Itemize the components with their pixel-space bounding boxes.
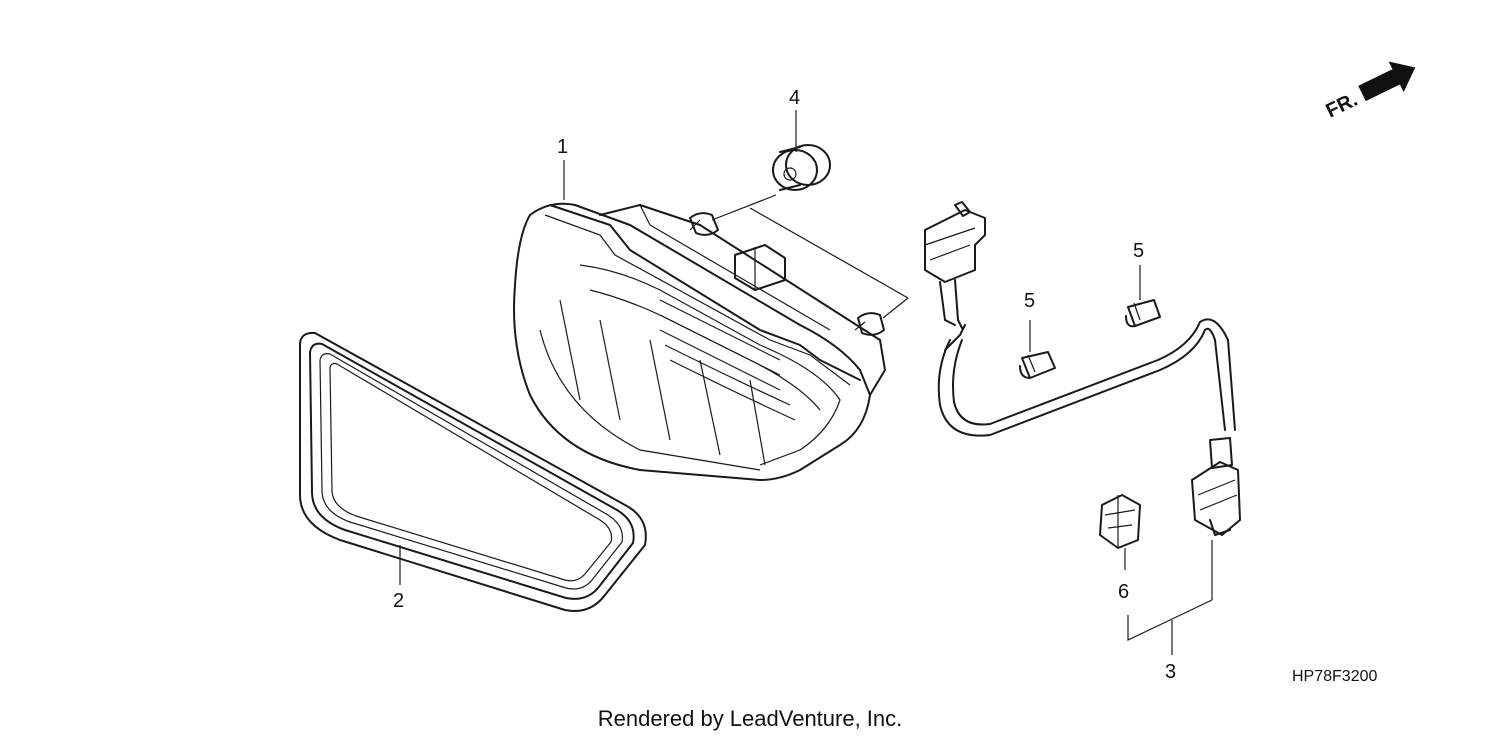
front-direction-arrow-icon <box>1358 61 1416 102</box>
part-2-lens-frame <box>299 331 647 612</box>
callout-part-5-right: 5 <box>1133 240 1144 262</box>
front-direction-indicator: FR. <box>1323 61 1416 123</box>
leader-lines <box>399 110 1213 655</box>
callout-part-6: 6 <box>1118 581 1129 603</box>
part-5-clamp-left <box>1019 351 1056 379</box>
callout-part-1: 1 <box>557 136 568 158</box>
part-1-headlight-assembly <box>513 202 886 481</box>
part-5-clamp-right <box>1125 299 1161 328</box>
callout-part-4: 4 <box>789 87 800 109</box>
callout-part-2: 2 <box>393 590 404 612</box>
part-6-connector-clip <box>1099 494 1141 549</box>
diagram-code: HP78F3200 <box>1292 668 1377 685</box>
callout-part-5-left: 5 <box>1024 290 1035 312</box>
render-credit: Rendered by LeadVenture, Inc. <box>597 706 903 731</box>
part-3-wire-harness <box>924 201 1241 536</box>
callout-part-3: 3 <box>1165 661 1176 683</box>
front-direction-label: FR. <box>1323 89 1362 123</box>
part-4-grommet <box>772 144 831 191</box>
